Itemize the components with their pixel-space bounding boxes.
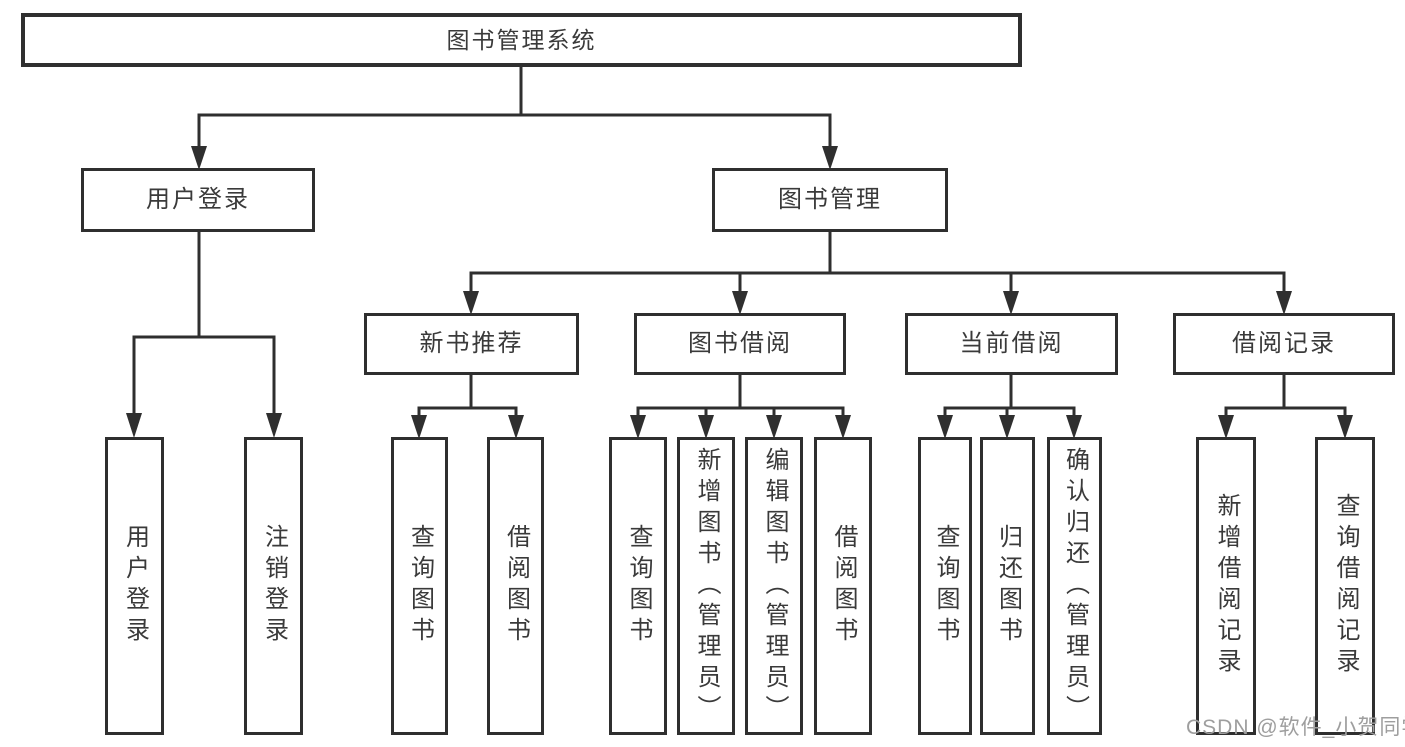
leaf-records-add-record: 新增借阅记录 [1196,437,1256,735]
leaf-logout: 注销登录 [244,437,303,735]
node-user-login: 用户登录 [81,168,315,232]
leaf-borrowing-search-books: 查询图书 [609,437,667,735]
leaf-current-return-books: 归还图书 [980,437,1035,735]
leaf-user-login: 用户登录 [105,437,164,735]
leaf-borrowing-borrow-books: 借阅图书 [814,437,872,735]
csdn-watermark: CSDN @软件_小贺同学 [1186,716,1405,739]
leaf-borrowing-add-books-admin: 新增图书（管理员） [677,437,735,735]
leaf-records-search-record: 查询借阅记录 [1315,437,1375,735]
node-book-management: 图书管理 [712,168,948,232]
node-root-system: 图书管理系统 [21,13,1022,67]
leaf-borrowing-edit-books-admin: 编辑图书（管理员） [745,437,803,735]
leaf-newbooks-search-books: 查询图书 [391,437,448,735]
leaf-newbooks-borrow-books: 借阅图书 [487,437,544,735]
node-borrowing-records: 借阅记录 [1173,313,1395,375]
node-current-borrowing: 当前借阅 [905,313,1118,375]
leaf-current-search-books: 查询图书 [918,437,972,735]
node-new-book-recommend: 新书推荐 [364,313,579,375]
arrowheads [126,146,1353,439]
leaf-current-confirm-return-admin: 确认归还（管理员） [1047,437,1102,735]
node-book-borrowing: 图书借阅 [634,313,846,375]
